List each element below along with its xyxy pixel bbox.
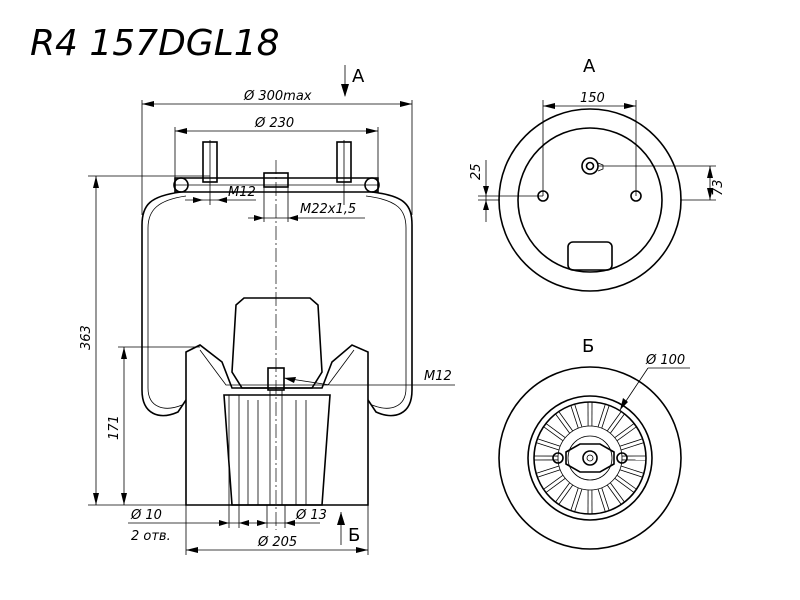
rib-line — [570, 405, 579, 429]
rib-line — [574, 488, 583, 512]
bottom-view-b: Б Ø 100 — [498, 336, 690, 550]
svg-text:Ø 300max: Ø 300max — [243, 89, 312, 104]
view-arrow-b: Б — [337, 512, 360, 546]
svg-text:M22x1,5: M22x1,5 — [300, 202, 356, 217]
rib-line — [601, 487, 610, 511]
svg-text:Б: Б — [582, 336, 594, 357]
dim-height-171: 171 — [107, 346, 200, 505]
svg-text:Ø 100: Ø 100 — [645, 353, 685, 368]
rib-line — [537, 469, 561, 478]
rib-line — [601, 405, 610, 429]
rib-line — [620, 442, 644, 451]
svg-text:Ø 230: Ø 230 — [254, 116, 294, 131]
rib-line — [536, 442, 560, 451]
rib-line — [610, 482, 625, 503]
rib-line — [614, 478, 635, 493]
svg-text:73: 73 — [711, 179, 726, 196]
svg-text:Ø 10: Ø 10 — [130, 508, 162, 523]
rib-line — [543, 426, 564, 442]
rib-line — [574, 404, 583, 428]
dim-m12-bottom: M12 — [283, 369, 455, 386]
rib-line — [543, 474, 564, 490]
svg-text:А: А — [583, 56, 596, 77]
rib-line — [558, 484, 574, 505]
dim-diameter-230: Ø 230 — [174, 116, 379, 178]
svg-text:Ø 205: Ø 205 — [257, 535, 297, 550]
rib-line — [545, 423, 566, 438]
dim-m12-top: M12 — [185, 185, 256, 203]
rib-line — [614, 423, 635, 438]
rib-line — [616, 474, 637, 490]
rib-line — [555, 482, 570, 503]
rib-line — [536, 465, 560, 474]
rib-line — [620, 465, 644, 474]
side-section-view — [141, 140, 413, 530]
drawing-title: R4 157DGL18 — [30, 23, 280, 64]
rib-line — [570, 487, 579, 511]
svg-text:25: 25 — [469, 163, 484, 180]
svg-text:А: А — [352, 66, 365, 87]
svg-text:Ø 13: Ø 13 — [295, 508, 327, 523]
svg-text:2 отв.: 2 отв. — [131, 529, 171, 544]
rib-line — [619, 469, 643, 478]
svg-text:171: 171 — [107, 415, 122, 440]
rib-line — [616, 426, 637, 442]
dim-height-363: 363 — [79, 175, 210, 506]
rib-line — [537, 438, 561, 447]
dim-diameter-10-13: Ø 10 2 отв. Ø 13 — [128, 508, 327, 544]
svg-text:M12: M12 — [228, 185, 256, 200]
rib-line — [597, 488, 606, 512]
rib-pattern — [534, 402, 646, 514]
rib-line — [606, 484, 622, 505]
rib-line — [558, 411, 574, 432]
dim-diameter-300: Ø 300max — [141, 89, 413, 215]
rib-line — [597, 404, 606, 428]
dim-m22: M22x1,5 — [248, 187, 365, 222]
dim-diameter-205: Ø 205 — [185, 505, 369, 555]
rib-line — [619, 438, 643, 447]
svg-text:M12: M12 — [424, 369, 452, 384]
rib-line — [610, 413, 625, 434]
svg-text:Б: Б — [348, 525, 360, 546]
top-view-a: А 150 25 73 — [469, 56, 726, 292]
svg-text:363: 363 — [79, 325, 94, 350]
rib-line — [606, 411, 622, 432]
rib-line — [555, 413, 570, 434]
svg-text:150: 150 — [580, 91, 605, 106]
rib-line — [545, 478, 566, 493]
view-arrow-a: А — [341, 65, 365, 97]
